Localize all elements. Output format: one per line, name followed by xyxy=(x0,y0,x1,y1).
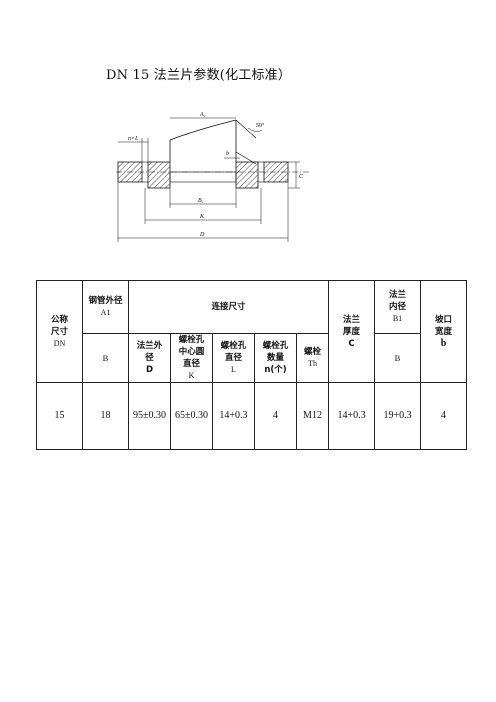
flange-right-section xyxy=(235,161,259,189)
header-bolt-thread: 螺栓 Th xyxy=(295,333,330,383)
flange-parameter-table: 公称 尺寸 DN 钢管外径 A1 连接尺寸 法兰 厚度 C 法兰 内径 B1 坡… xyxy=(36,280,468,450)
table-row: 15 18 95±0.30 65±0.30 14+0.3 4 M12 14+0.… xyxy=(36,382,468,450)
flange-drawing: A₁ 50° n×L b C B₁ K D xyxy=(116,112,311,242)
dim-a1-label: A₁ xyxy=(199,112,206,118)
cell-pipe-od: 18 xyxy=(82,382,129,450)
cell-bolt-circle: 65±0.30 xyxy=(170,382,213,450)
header-pipe-b: B xyxy=(82,333,129,383)
header-flange-thickness: 法兰 厚度 C xyxy=(328,280,376,383)
flange-right-section-2 xyxy=(263,161,289,183)
header-flange-inner-diameter: 法兰 内径 B1 xyxy=(374,280,422,334)
header-connection-dimensions: 连接尺寸 xyxy=(127,280,330,334)
cell-flange-thickness: 14+0.3 xyxy=(328,382,376,450)
pipe-bevel xyxy=(235,119,257,165)
dim-b-label: b xyxy=(226,151,229,157)
header-nominal-size: 公称 尺寸 DN xyxy=(36,280,83,383)
header-bolt-hole-diameter: 螺栓孔 直径 L xyxy=(212,333,255,383)
dim-d-label: D xyxy=(199,232,205,238)
page-title: DN 15 法兰片参数(化工标准） xyxy=(106,68,292,83)
cell-flange-od: 95±0.30 xyxy=(128,382,171,450)
header-bevel-width: 坡口 宽度 b xyxy=(420,280,468,383)
cell-bolt-hole-count: 4 xyxy=(254,382,297,450)
cell-bevel-width: 4 xyxy=(420,382,468,450)
dim-nl-label: n×L xyxy=(128,136,139,142)
header-bolt-hole-count: 螺栓孔 数量 n(个) xyxy=(254,333,297,383)
dim-angle-label: 50° xyxy=(256,122,265,129)
cell-dn: 15 xyxy=(36,382,83,450)
dim-k-label: K xyxy=(199,214,205,220)
dim-b1-label: B₁ xyxy=(198,198,204,204)
header-inner-b: B xyxy=(374,333,422,383)
header-bolt-circle: 螺栓孔 中心圆 直径 K xyxy=(170,333,213,383)
cell-flange-inner-diameter: 19+0.3 xyxy=(374,382,422,450)
flange-left-section xyxy=(117,161,143,183)
cell-bolt-thread: M12 xyxy=(295,382,330,450)
dim-c-label: C xyxy=(299,174,304,180)
header-pipe-od: 钢管外径 A1 xyxy=(82,280,129,334)
pipe-outline xyxy=(169,119,237,162)
header-flange-od: 法兰外 径 D xyxy=(128,333,171,383)
flange-left-section-2 xyxy=(147,161,171,189)
cell-bolt-hole-diameter: 14+0.3 xyxy=(212,382,255,450)
